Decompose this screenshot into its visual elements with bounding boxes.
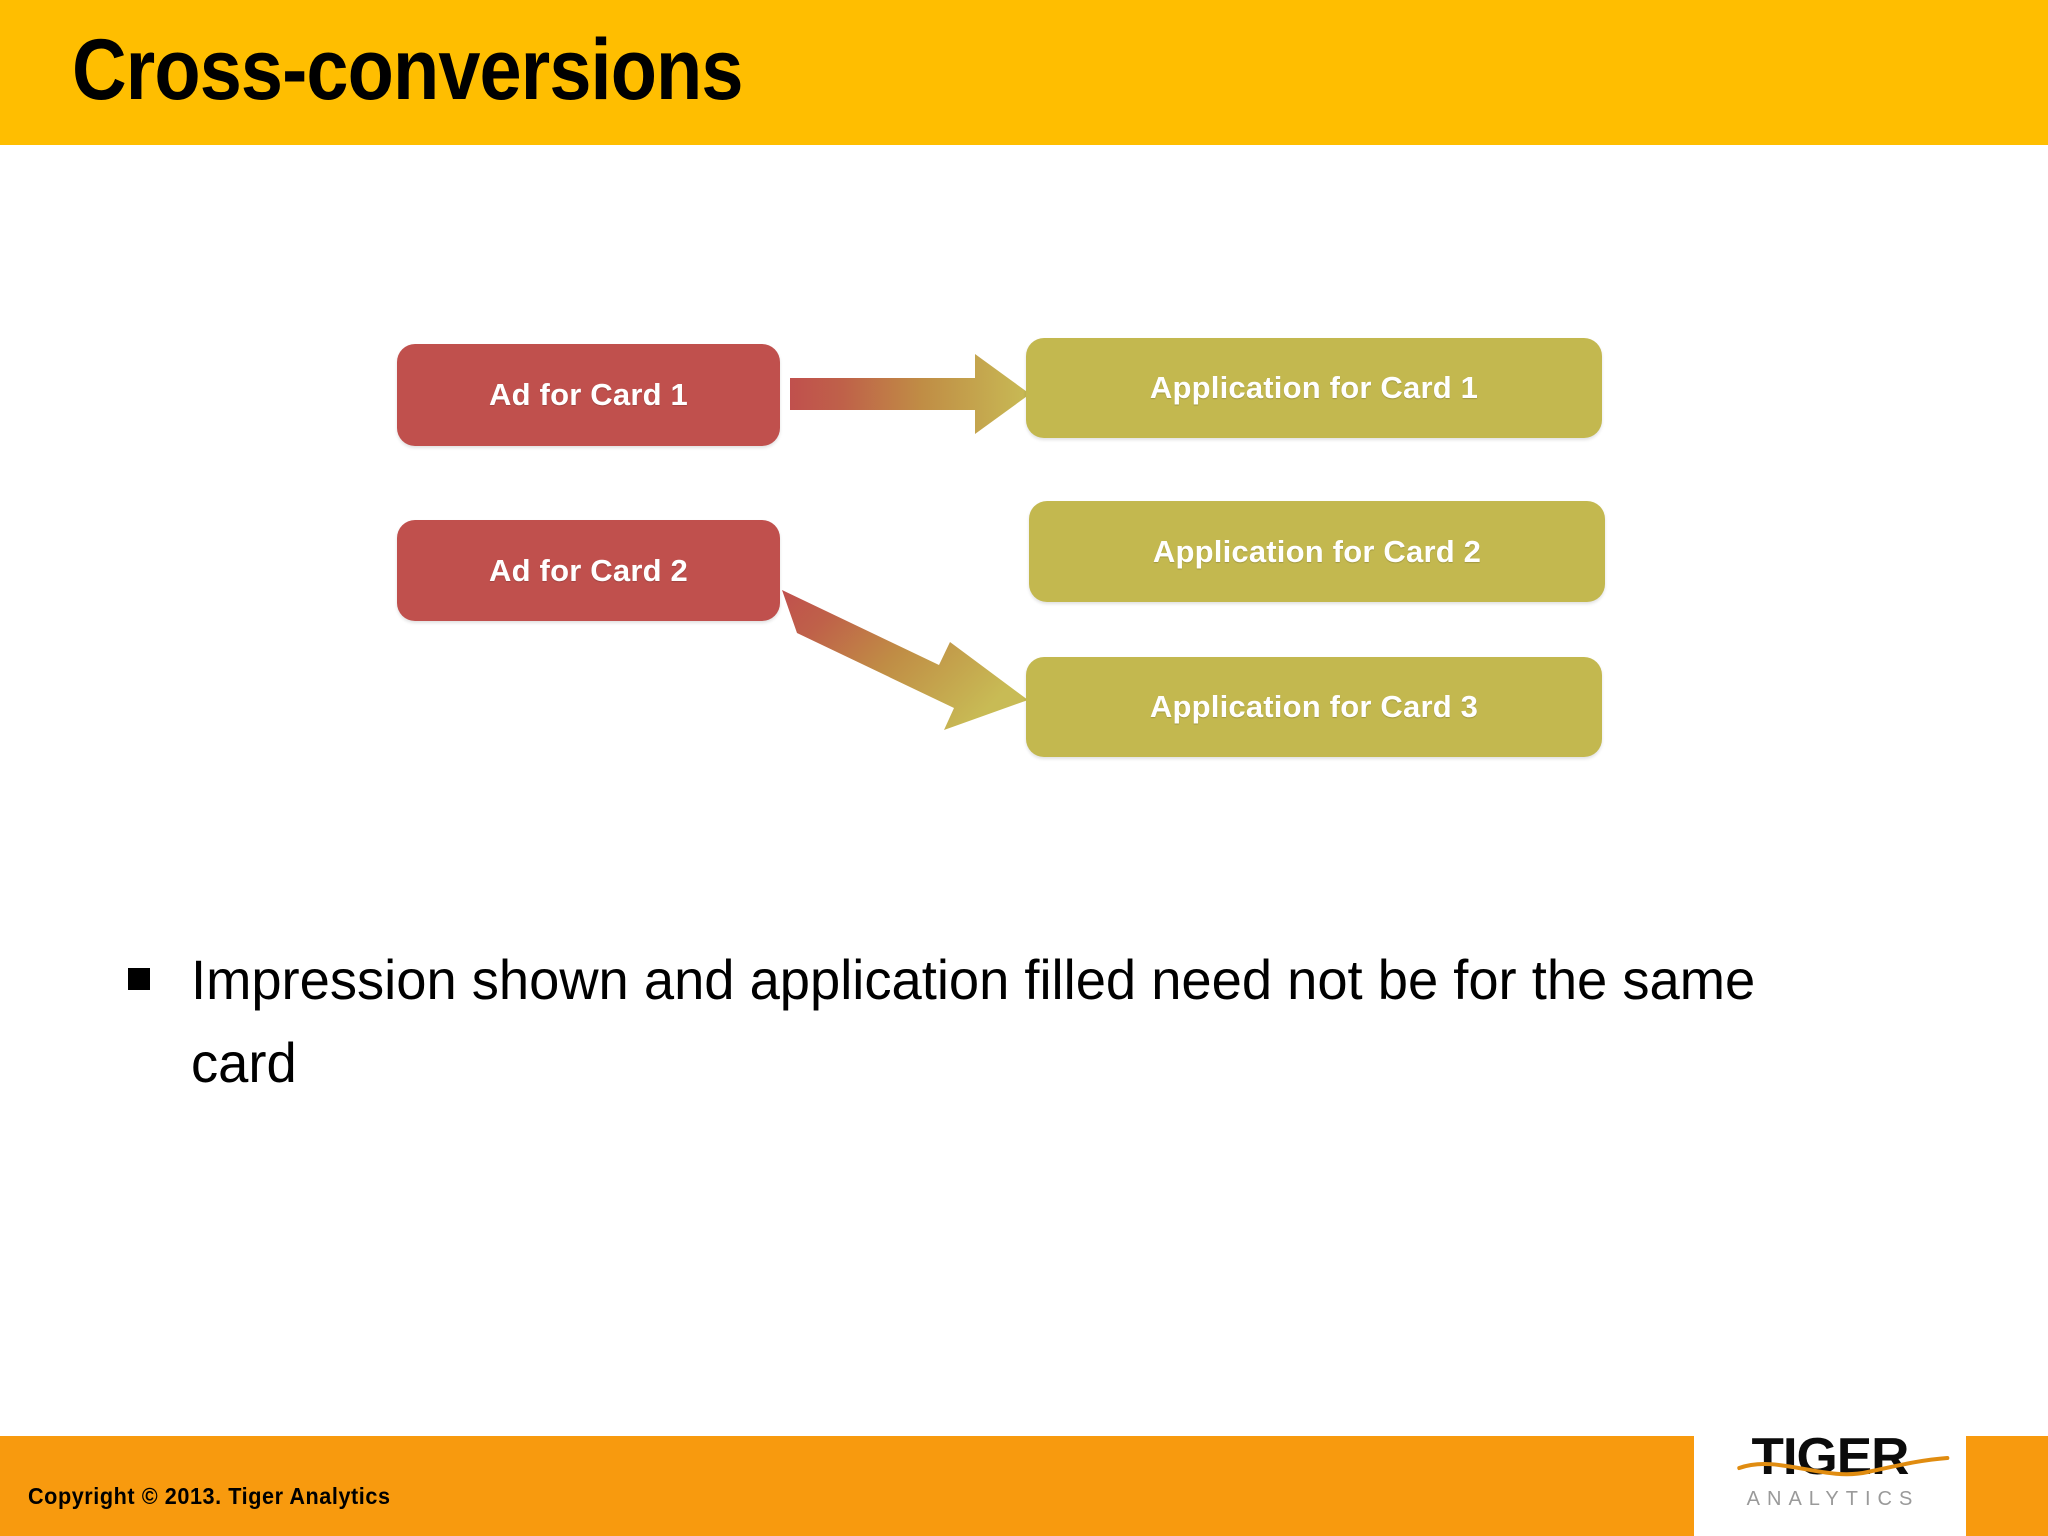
logo-wordmark-tiger: TIGER [1737,1428,1950,1486]
arrow-ad1-to-app1 [790,354,1030,434]
bullet-item-text: Impression shown and application filled … [191,948,1756,1094]
node-label: Ad for Card 1 [489,377,688,412]
arrow-ad2-to-app3 [782,590,1028,730]
logo-subtitle-analytics: ANALYTICS [1746,1488,1920,1510]
page-title: Cross-conversions [72,22,743,118]
logo-wordmark-text: TIGER [1751,1428,1910,1486]
square-bullet-icon [128,968,150,990]
node-label: Application for Card 3 [1149,689,1479,724]
node-ad-card-1[interactable]: Ad for Card 1 [397,344,780,446]
node-ad-card-2[interactable]: Ad for Card 2 [397,520,780,621]
bullet-list: Impression shown and application filled … [128,938,1918,1104]
node-application-card-3[interactable]: Application for Card 3 [1026,657,1602,757]
tiger-analytics-logo: TIGER ANALYTICS [1694,1406,1966,1536]
node-application-card-1[interactable]: Application for Card 1 [1026,338,1602,438]
slide-header-bar [0,0,2048,145]
node-label: Application for Card 2 [1152,533,1482,569]
node-label: Application for Card 1 [1149,370,1479,405]
copyright-text: Copyright © 2013. Tiger Analytics [28,1483,391,1509]
node-label: Ad for Card 2 [489,552,688,588]
node-application-card-2[interactable]: Application for Card 2 [1029,501,1605,602]
